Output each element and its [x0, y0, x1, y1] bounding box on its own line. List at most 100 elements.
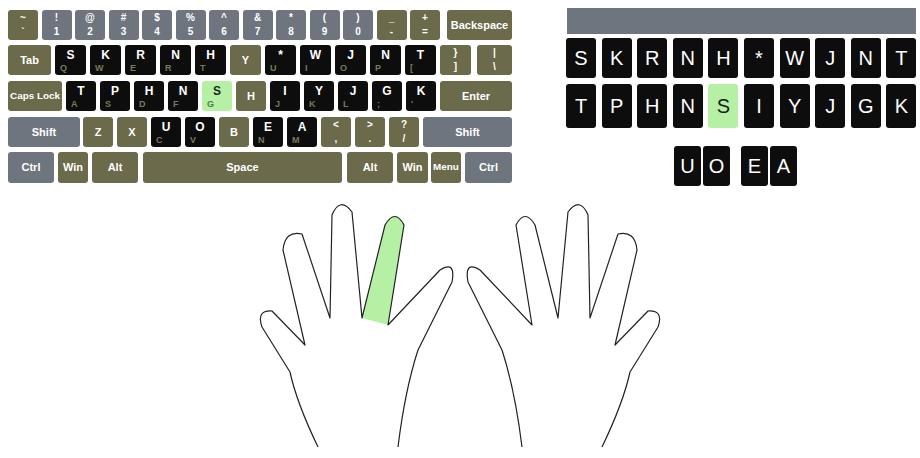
- steno-letter: K: [610, 48, 623, 68]
- keyboard-key: JL: [338, 81, 368, 111]
- keyboard-key: G;: [372, 81, 402, 111]
- unshifted-symbol: 7: [255, 27, 261, 37]
- qwerty-letter: I: [305, 64, 308, 73]
- shifted-symbol: }: [454, 48, 458, 58]
- key-label: Win: [402, 162, 422, 173]
- keyboard-key: PS: [100, 81, 130, 111]
- steno-letter: J: [347, 49, 354, 61]
- shifted-symbol: ?: [401, 120, 407, 130]
- unshifted-symbol: 8: [288, 27, 294, 37]
- steno-key: W: [780, 38, 810, 78]
- key-label: Caps Lock: [10, 91, 60, 101]
- unshifted-symbol: 3: [121, 27, 127, 37]
- keyboard-key: #3: [109, 10, 139, 40]
- qwerty-letter: W: [95, 64, 104, 73]
- qwerty-letter: K: [309, 100, 316, 109]
- keyboard-key: YK: [304, 81, 334, 111]
- keyboard-key: Z: [83, 117, 113, 147]
- steno-key: J: [815, 38, 845, 78]
- keyboard-key: <,: [321, 117, 351, 147]
- keyboard-key: }]: [440, 45, 471, 75]
- shifted-symbol: #: [121, 13, 127, 23]
- keyboard-key: Win: [397, 152, 428, 183]
- steno-letter: W: [785, 48, 804, 68]
- steno-letter: O: [195, 121, 204, 133]
- unshifted-symbol: 9: [322, 27, 328, 37]
- steno-letter: *: [755, 48, 763, 68]
- key-label: Space: [226, 162, 258, 173]
- keyboard-key: )0: [343, 10, 373, 40]
- steno-letter: N: [859, 48, 873, 68]
- keyboard-key: TA: [66, 81, 96, 111]
- qwerty-letter: P: [375, 64, 381, 73]
- steno-letter: G: [382, 85, 391, 97]
- unshifted-symbol: 4: [154, 27, 160, 37]
- keyboard-key: UC: [151, 117, 181, 147]
- qwerty-letter: G: [207, 100, 214, 109]
- steno-letter: T: [77, 85, 84, 97]
- keyboard-key: @2: [75, 10, 105, 40]
- steno-letter: J: [825, 48, 835, 68]
- steno-key: U: [674, 146, 701, 186]
- left-hand: [260, 205, 452, 447]
- unshifted-symbol: =: [422, 27, 428, 37]
- keyboard-key: _-: [377, 10, 407, 40]
- steno-key: A: [770, 146, 797, 186]
- keyboard-key: >.: [355, 117, 385, 147]
- keyboard-key: AM: [287, 117, 317, 147]
- shifted-symbol: <: [333, 120, 339, 130]
- keyboard-key: ~`: [8, 10, 38, 40]
- unshifted-symbol: 5: [188, 27, 194, 37]
- steno-letter: H: [716, 48, 730, 68]
- qwerty-letter: [: [410, 64, 413, 73]
- qwerty-letter: O: [340, 64, 347, 73]
- keyboard-key: Backspace: [447, 10, 512, 40]
- qwerty-letter: R: [165, 64, 172, 73]
- keyboard-key: NR: [160, 45, 191, 75]
- steno-letter: R: [136, 49, 145, 61]
- keyboard-key: Alt: [347, 152, 393, 183]
- unshifted-symbol: ,: [335, 134, 338, 144]
- steno-key: N: [851, 38, 881, 78]
- shifted-symbol: +: [422, 13, 428, 23]
- steno-letter: S: [574, 48, 587, 68]
- steno-letter: E: [264, 121, 272, 133]
- keyboard-key: WI: [300, 45, 331, 75]
- steno-letter: P: [111, 85, 119, 97]
- steno-key: *: [744, 38, 774, 78]
- steno-key: G: [851, 84, 881, 128]
- unshifted-symbol: 0: [355, 27, 361, 37]
- keyboard-key: KW: [90, 45, 121, 75]
- keyboard-key: %5: [176, 10, 206, 40]
- keyboard-key: Space: [143, 152, 342, 183]
- steno-key: K: [886, 84, 916, 128]
- steno-letter: N: [179, 85, 188, 97]
- steno-letter: E: [748, 156, 761, 176]
- steno-letter: N: [681, 96, 695, 116]
- keyboard-key: (9: [310, 10, 340, 40]
- shifted-symbol: ): [356, 13, 359, 23]
- steno-key: O: [703, 146, 730, 186]
- keyboard-key: Shift: [8, 117, 80, 147]
- shifted-symbol: $: [154, 13, 160, 23]
- steno-key: Y: [780, 84, 810, 128]
- key-label: Y: [242, 55, 249, 66]
- steno-key: T: [886, 38, 916, 78]
- shifted-symbol: %: [186, 13, 195, 23]
- key-label: B: [230, 127, 238, 138]
- steno-key: J: [815, 84, 845, 128]
- steno-key: R: [637, 38, 667, 78]
- steno-letter: I: [283, 85, 286, 97]
- key-label: Tab: [20, 55, 39, 66]
- steno-letter: H: [645, 96, 659, 116]
- keyboard-key: SG: [202, 81, 232, 111]
- unshifted-symbol: 1: [54, 27, 60, 37]
- steno-key: I: [744, 84, 774, 128]
- qwerty-letter: ': [411, 100, 413, 109]
- qwerty-letter: L: [343, 100, 349, 109]
- unshifted-symbol: 6: [221, 27, 227, 37]
- keyboard-key: *U: [265, 45, 296, 75]
- steno-letter: P: [610, 96, 623, 116]
- steno-letter: U: [162, 121, 171, 133]
- key-label: Menu: [433, 162, 459, 172]
